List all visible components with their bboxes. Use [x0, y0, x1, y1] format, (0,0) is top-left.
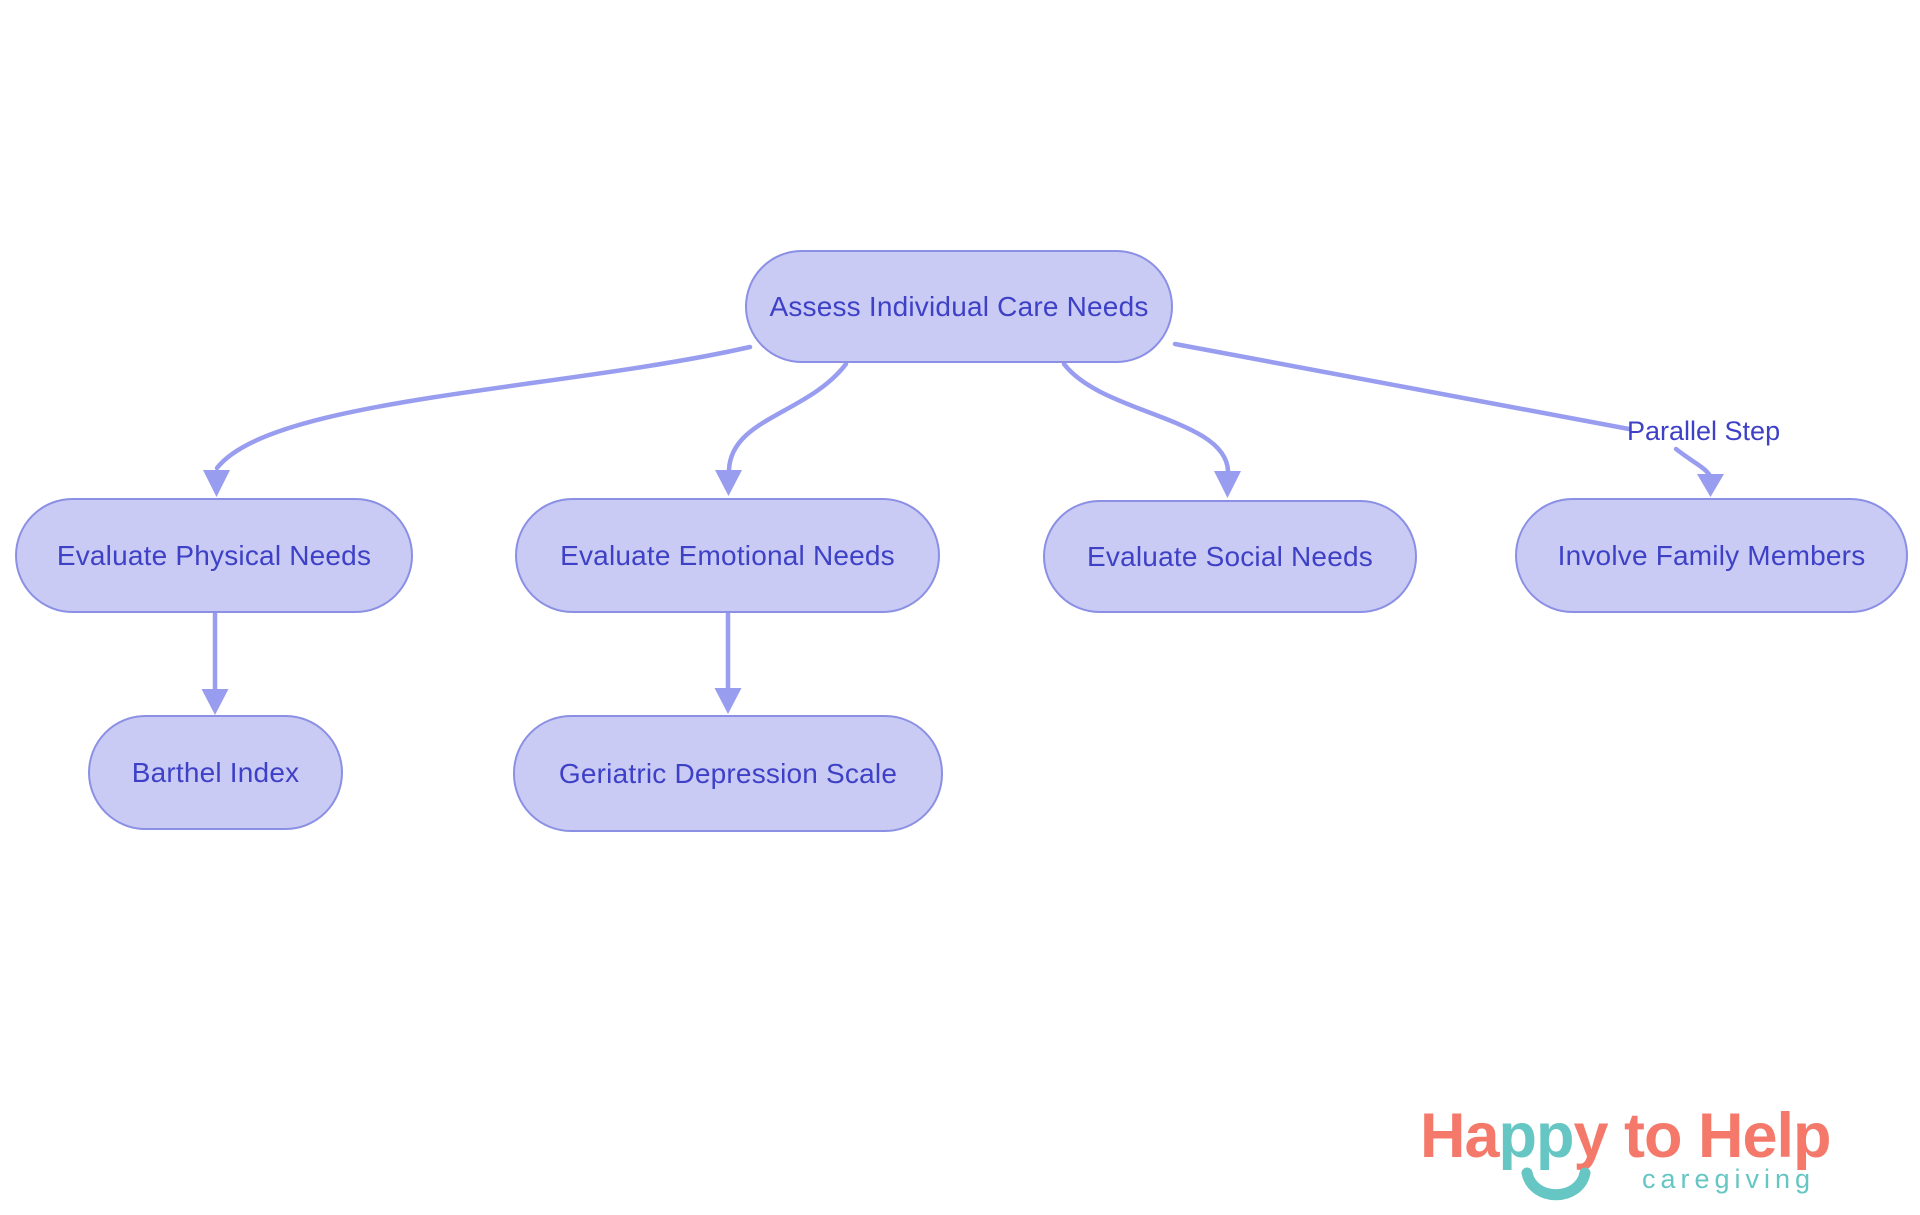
edge-label-parallel-step: Parallel Step — [1627, 416, 1781, 446]
logo-wordmark: Happy to Help — [1420, 1100, 1832, 1172]
node-label: Barthel Index — [131, 756, 300, 788]
logo-text-ha: Ha — [1420, 1101, 1500, 1171]
edge-physical-barthel — [201, 611, 229, 715]
node-barthel-index: Barthel Index — [88, 715, 343, 830]
node-label: Evaluate Emotional Needs — [560, 539, 895, 571]
edge-assess-physical — [203, 344, 753, 497]
edge-emotional-gds — [714, 611, 742, 714]
edge-assess-emotional — [715, 361, 849, 496]
edge-assess-social — [1061, 361, 1241, 498]
node-label: Evaluate Physical Needs — [56, 539, 372, 571]
logo-text-y-to-help: y to Help — [1573, 1101, 1832, 1171]
node-evaluate-social-needs: Evaluate Social Needs — [1043, 500, 1417, 613]
node-assess-individual-care-needs: Assess Individual Care Needs — [745, 250, 1173, 363]
node-label: Evaluate Social Needs — [1087, 540, 1373, 572]
node-label: Geriatric Depression Scale — [558, 757, 898, 789]
logo-subtitle: caregiving — [1642, 1164, 1816, 1194]
node-evaluate-physical-needs: Evaluate Physical Needs — [15, 498, 413, 613]
node-label: Involve Family Members — [1557, 539, 1866, 571]
logo-text-pp: pp — [1498, 1101, 1575, 1171]
node-label: Assess Individual Care Needs — [769, 290, 1149, 322]
node-evaluate-emotional-needs: Evaluate Emotional Needs — [515, 498, 940, 613]
node-involve-family-members: Involve Family Members — [1515, 498, 1908, 613]
happy-to-help-logo: Happy to Help caregiving — [1420, 1100, 1890, 1210]
node-geriatric-depression-scale: Geriatric Depression Scale — [513, 715, 943, 832]
smile-icon — [1521, 1167, 1591, 1201]
